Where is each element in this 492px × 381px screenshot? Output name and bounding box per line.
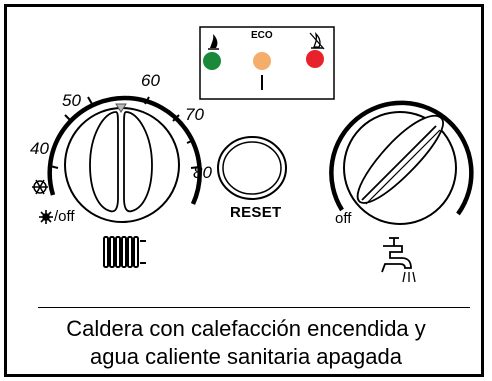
red-indicator-light xyxy=(306,50,324,68)
eco-indicator-light xyxy=(253,52,271,70)
water-knob[interactable] xyxy=(343,111,457,225)
water-off-label: off xyxy=(335,210,352,227)
scale-label-80: 80 xyxy=(193,163,212,182)
heating-scale-ticks xyxy=(49,96,200,169)
scale-label-50: 50 xyxy=(62,91,81,110)
green-indicator-light xyxy=(203,52,221,70)
scale-label-40: 40 xyxy=(30,139,49,158)
reset-button[interactable] xyxy=(217,136,287,200)
scale-label-70: 70 xyxy=(185,105,204,124)
water-scale-arc xyxy=(329,100,474,216)
summer-off-label: /off xyxy=(54,208,75,225)
flame-crossed-icon xyxy=(309,32,325,50)
summer-sun-icon xyxy=(39,210,53,224)
reset-label: RESET xyxy=(230,204,282,221)
caption-line-1: Caldera con calefacción encendida y xyxy=(66,316,426,341)
tap-icon xyxy=(381,237,416,283)
scale-label-60: 60 xyxy=(141,71,160,90)
eco-label: ECO xyxy=(251,30,273,41)
caption-divider xyxy=(38,307,470,308)
flame-icon xyxy=(208,34,219,50)
heating-knob[interactable] xyxy=(64,103,180,223)
heating-scale-arc xyxy=(47,95,202,205)
caption-line-2: agua caliente sanitaria apagada xyxy=(90,344,402,369)
radiator-icon xyxy=(103,236,146,268)
winter-snowflake-icon xyxy=(32,179,48,195)
